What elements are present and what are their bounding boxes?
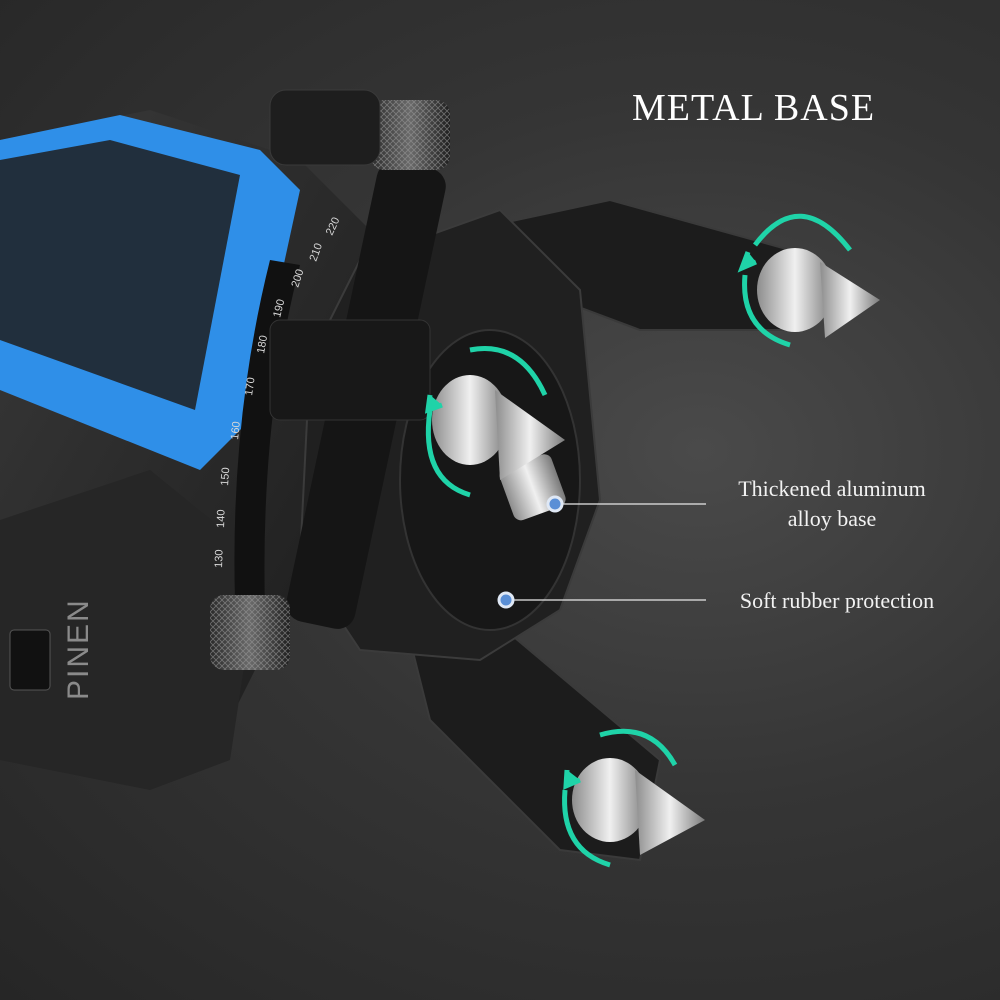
callout-aluminum-base: Thickened aluminum alloy base	[712, 474, 952, 534]
dial-tick: 130	[213, 549, 226, 568]
rotate-arrow-upper-icon	[737, 213, 852, 348]
foot-screw-lower	[572, 758, 705, 855]
angle-dial	[234, 260, 300, 610]
callout-dot-base	[546, 495, 564, 513]
dial-tick: 180	[255, 334, 270, 354]
dial-tick: 200	[289, 268, 306, 289]
dial-tick: 150	[219, 467, 232, 486]
dial-tick: 190	[271, 298, 287, 319]
dial-tick: 210	[308, 242, 326, 263]
lower-housing	[0, 470, 260, 790]
foot-screw-middle	[432, 375, 565, 480]
foot-screw-upper	[757, 248, 880, 338]
dial-tick: 140	[215, 509, 228, 528]
rotate-arrow-lower-icon	[562, 728, 678, 868]
dial-tick: 170	[243, 377, 257, 397]
callout-base-line2: alloy base	[787, 506, 877, 531]
brand-logo-text: PINEN	[62, 598, 95, 700]
page-title: METAL BASE	[632, 87, 876, 129]
callout-rubber-protection: Soft rubber protection	[739, 588, 935, 613]
rotate-arrow-middle-icon	[424, 346, 548, 498]
callout-dot-rubber	[497, 591, 515, 609]
dial-tick: 160	[229, 421, 243, 441]
callout-base-line1: Thickened aluminum	[738, 476, 926, 501]
